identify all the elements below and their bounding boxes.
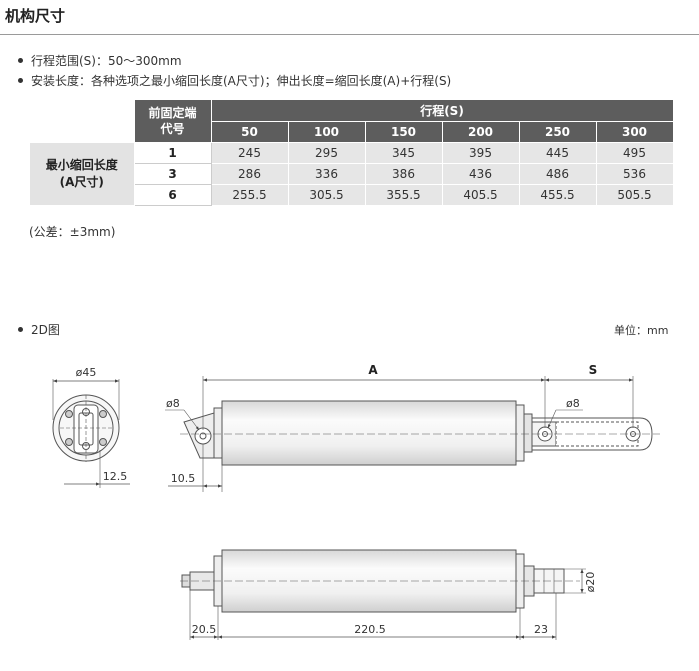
dim-10-5: 10.5 — [171, 472, 196, 485]
section-title: 机构尺寸 — [5, 7, 66, 25]
value-cell: 495 — [595, 142, 674, 164]
dim-dia8-left: ø8 — [166, 397, 180, 410]
stroke-col: 200 — [441, 121, 520, 143]
dim-S: S — [589, 363, 598, 377]
side-view-top — [165, 376, 660, 492]
value-cell: 286 — [210, 163, 289, 185]
bullet-dot-icon — [18, 58, 23, 63]
value-cell: 245 — [210, 142, 289, 164]
code-cell: 3 — [133, 163, 212, 185]
stroke-col: 50 — [210, 121, 289, 143]
title-divider — [0, 34, 699, 35]
end-view — [52, 379, 130, 488]
value-cell: 295 — [287, 142, 366, 164]
stroke-header: 行程(S) — [210, 99, 674, 122]
value-cell: 445 — [518, 142, 597, 164]
value-cell: 455.5 — [518, 184, 597, 206]
value-cell: 305.5 — [287, 184, 366, 206]
dim-220-5: 220.5 — [354, 623, 386, 636]
value-cell: 255.5 — [210, 184, 289, 206]
side-view-bottom — [180, 549, 586, 640]
row-label: 最小缩回长度 (A尺寸) — [29, 142, 135, 206]
table-row: 最小缩回长度 (A尺寸) 1 245 295 345 395 445 495 — [29, 142, 674, 206]
bullet-stroke-range: 行程范围(S)：50～300mm — [18, 52, 182, 69]
bullet-dot-icon — [18, 327, 23, 332]
stroke-col: 250 — [518, 121, 597, 143]
value-cell: 536 — [595, 163, 674, 185]
stroke-col: 100 — [287, 121, 366, 143]
dim-dia20: ø20 — [584, 572, 597, 593]
code-cell: 6 — [133, 184, 212, 206]
value-cell: 405.5 — [441, 184, 520, 206]
value-cell: 355.5 — [364, 184, 443, 206]
spec-table: 前固定端 代号 行程(S) 50 100 150 200 250 300 最小缩… — [29, 99, 674, 206]
bullet-install-length: 安装长度：各种选项之最小缩回长度(A尺寸)；伸出长度=缩回长度(A)+行程(S) — [18, 72, 451, 89]
table-row: 6 255.5 305.5 355.5 405.5 455.5 505.5 — [30, 184, 674, 206]
value-cell: 486 — [518, 163, 597, 185]
dim-A: A — [368, 363, 378, 377]
value-cell: 436 — [441, 163, 520, 185]
bullet-dot-icon — [18, 78, 23, 83]
dim-12-5: 12.5 — [103, 470, 128, 483]
stroke-col: 150 — [364, 121, 443, 143]
dim-23: 23 — [534, 623, 548, 636]
drawing-bullet: 2D图 — [18, 321, 60, 338]
value-cell: 505.5 — [595, 184, 674, 206]
dim-dia45: ø45 — [76, 366, 97, 379]
value-cell: 395 — [441, 142, 520, 164]
dim-dia8-right: ø8 — [566, 397, 580, 410]
unit-label: 单位：mm — [614, 324, 669, 337]
dim-20-5: 20.5 — [192, 623, 217, 636]
tolerance-note: (公差：±3mm) — [29, 225, 116, 239]
